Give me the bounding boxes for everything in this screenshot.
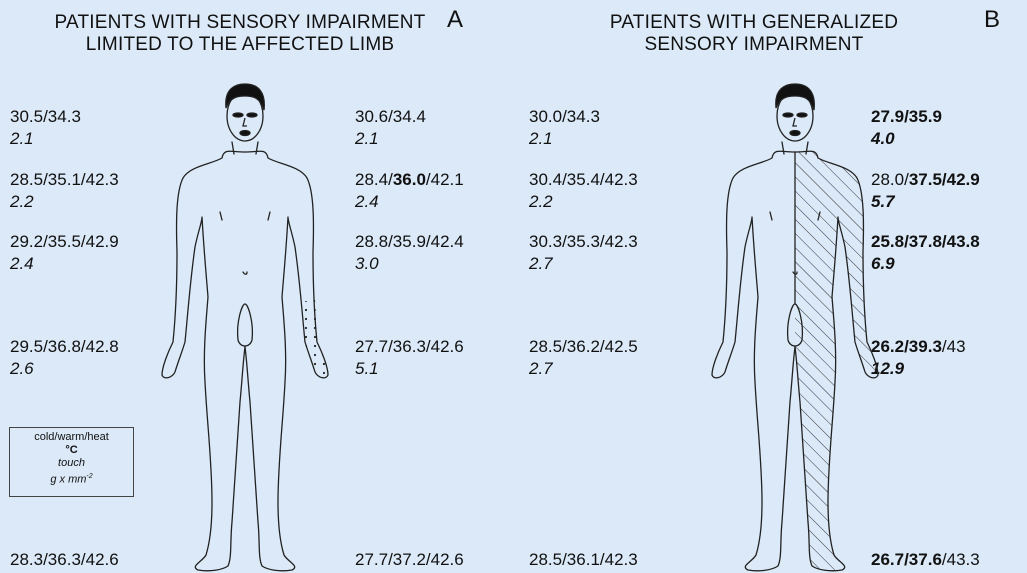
threshold-value: 28.4/ [355,170,393,189]
panel-a-right-value: 30.6/34.4 2.1 [355,106,426,150]
legend-touch-label: touch [10,457,133,470]
panel-b-left-value: 28.5/36.2/42.5 2.7 [529,336,638,380]
panel-b-left-value: 30.3/35.3/42.3 2.7 [529,231,638,275]
hemibody-sensory-zone [795,142,890,573]
threshold-value: 29.2/35.5/42.9 [10,232,119,251]
panel-a-left-value: 30.5/34.3 2.1 [10,106,81,150]
touch-threshold: 2.1 [10,128,81,150]
threshold-values: 28.5/36.2/42.5 [529,336,638,358]
touch-threshold: 3.0 [355,253,464,275]
panel-b-left-value: 30.4/35.4/42.3 2.2 [529,169,638,213]
threshold-values: 28.5/36.1/42.3 [529,549,638,571]
threshold-values: 30.4/35.4/42.3 [529,169,638,191]
panel-b-letter: B [984,6,1000,34]
threshold-value: 28.5/36.1/42.3 [529,550,638,569]
threshold-value: 30.0/34.3 [529,107,600,126]
touch-threshold: 2.4 [10,253,119,275]
panel-a-right-value: 27.7/36.3/42.6 5.1 [355,336,464,380]
panel-a-right-value: 27.7/37.2/42.6 [355,549,464,571]
threshold-value: 30.5/34.3 [10,107,81,126]
threshold-value: 28.5/35.1/42.3 [10,170,119,189]
panel-a-title-line2: LIMITED TO THE AFFECTED LIMB [20,34,460,56]
panel-b-title: PATIENTS WITH GENERALIZED SENSORY IMPAIR… [534,12,974,56]
threshold-value: 28.8/35.9/42.4 [355,232,464,251]
touch-threshold: 2.7 [529,253,638,275]
panel-a-left-value: 29.2/35.5/42.9 2.4 [10,231,119,275]
threshold-values: 30.5/34.3 [10,106,81,128]
threshold-value: 28.5/36.2/42.5 [529,337,638,356]
threshold-value-significant: 36.0 [393,170,426,189]
threshold-values: 29.5/36.8/42.8 [10,336,119,358]
panel-b-left-value: 30.0/34.3 2.1 [529,106,600,150]
threshold-values: 30.0/34.3 [529,106,600,128]
panel-a-left-value: 29.5/36.8/42.8 2.6 [10,336,119,380]
threshold-value: 27.7/36.3/42.6 [355,337,464,356]
threshold-value: /43 [942,337,966,356]
head [776,84,815,141]
threshold-values: 28.5/35.1/42.3 [10,169,119,191]
legend-touch-unit-exponent: -2 [86,473,92,480]
legend-temperature-label: cold/warm/heat [10,431,133,444]
units-legend: cold/warm/heat °C touch g x mm-2 [9,427,134,497]
panel-a: PATIENTS WITH SENSORY IMPAIRMENT LIMITED… [0,0,513,573]
threshold-values: 30.3/35.3/42.3 [529,231,638,253]
touch-threshold: 2.2 [529,191,638,213]
threshold-values: 29.2/35.5/42.9 [10,231,119,253]
threshold-value: 30.6/34.4 [355,107,426,126]
threshold-value: 29.5/36.8/42.8 [10,337,119,356]
touch-threshold: 2.1 [529,128,600,150]
panel-a-letter: A [447,6,463,34]
threshold-value-significant: 37.5/42.9 [909,170,980,189]
touch-threshold: 2.4 [355,191,464,213]
threshold-values: 28.4/36.0/42.1 [355,169,464,191]
threshold-values: 28.8/35.9/42.4 [355,231,464,253]
panel-a-title: PATIENTS WITH SENSORY IMPAIRMENT LIMITED… [20,12,460,56]
body-figure-b [700,82,890,573]
threshold-values: 28.3/36.3/42.6 [10,549,119,571]
panel-a-right-value: 28.8/35.9/42.4 3.0 [355,231,464,275]
legend-touch-unit: g x mm-2 [10,470,133,487]
touch-threshold: 2.2 [10,191,119,213]
touch-threshold: 2.7 [529,358,638,380]
threshold-values: 27.7/36.3/42.6 [355,336,464,358]
panel-b-left-value: 28.5/36.1/42.3 [529,549,638,571]
head [226,84,265,141]
legend-touch-unit-base: g x mm [50,474,86,486]
panel-b-title-line2: SENSORY IMPAIRMENT [534,34,974,56]
threshold-value: 30.4/35.4/42.3 [529,170,638,189]
body-figure-a [150,82,340,573]
threshold-value: 30.3/35.3/42.3 [529,232,638,251]
threshold-value: 27.7/37.2/42.6 [355,550,464,569]
legend-temperature-unit: °C [10,444,133,457]
panel-b-title-line1: PATIENTS WITH GENERALIZED [534,12,974,34]
panel-a-left-value: 28.5/35.1/42.3 2.2 [10,169,119,213]
panel-a-left-value: 28.3/36.3/42.6 [10,549,119,571]
threshold-value: /42.1 [426,170,464,189]
panel-a-title-line1: PATIENTS WITH SENSORY IMPAIRMENT [20,12,460,34]
threshold-values: 30.6/34.4 [355,106,426,128]
threshold-value: /43.3 [942,550,980,569]
threshold-value: 28.3/36.3/42.6 [10,550,119,569]
body-outline [162,142,328,571]
touch-threshold: 2.6 [10,358,119,380]
threshold-values: 27.7/37.2/42.6 [355,549,464,571]
touch-threshold: 2.1 [355,128,426,150]
panel-b: PATIENTS WITH GENERALIZED SENSORY IMPAIR… [514,0,1027,573]
touch-threshold: 5.1 [355,358,464,380]
